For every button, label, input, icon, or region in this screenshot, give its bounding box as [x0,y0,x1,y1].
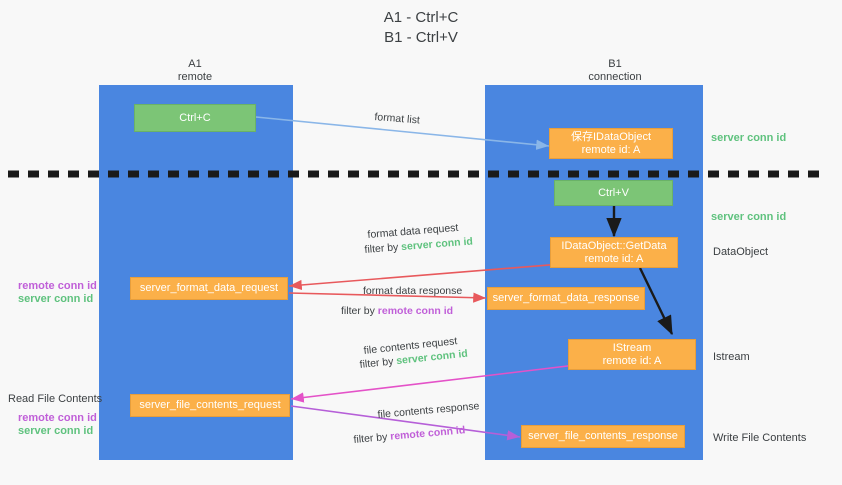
box-server-format-data-response[interactable]: server_format_data_response [487,287,645,310]
filter-prefix: filter by [364,241,402,256]
side-label-server-conn-id-top: server conn id [711,132,787,144]
arrow-format-data-response [288,292,487,303]
box-save-idataobject[interactable]: 保存IDataObject remote id: A [549,128,673,159]
side-label-server-conn-id-mid: server conn id [711,211,787,223]
box-istream[interactable]: IStream remote id: A [568,339,696,370]
side-label-read-file-contents: Read File Contents [8,393,103,405]
column-header-a1: A1 remote [177,58,213,83]
page-title: A1 - Ctrl+C B1 - Ctrl+V [383,9,459,46]
side-label-server-conn-id-1: server conn id [18,293,94,305]
box-ctrl-v[interactable]: Ctrl+V [554,180,673,206]
column-header-b1: B1 connection [588,58,642,83]
box-server-format-data-request[interactable]: server_format_data_request [130,277,288,300]
filter-prefix: filter by [359,355,397,371]
side-label-dataobject: DataObject [713,246,769,258]
box-ctrl-c[interactable]: Ctrl+C [134,104,256,132]
label-format-data-response-filter: filter by remote conn id [341,304,453,319]
side-label-remote-conn-id-2: remote conn id [18,412,97,424]
filter-value-remote-conn-id: remote conn id [377,305,454,317]
arrow-getdata-to-istream [638,267,674,336]
side-label-remote-conn-id-1: remote conn id [18,280,97,292]
arrow-format-list [255,116,550,150]
side-label-write-file-contents: Write File Contents [713,432,807,444]
arrow-file-contents-response [290,405,521,441]
filter-prefix: filter by [341,305,378,317]
box-server-file-contents-response[interactable]: server_file_contents_response [521,425,685,448]
filter-prefix: filter by [353,430,391,446]
box-idataobject-getdata[interactable]: IDataObject::GetData remote id: A [550,237,678,268]
side-label-server-conn-id-2: server conn id [18,425,94,437]
side-label-istream: Istream [713,351,750,363]
box-server-file-contents-request[interactable]: server_file_contents_request [130,394,290,417]
label-format-data-response: format data response [363,285,463,297]
